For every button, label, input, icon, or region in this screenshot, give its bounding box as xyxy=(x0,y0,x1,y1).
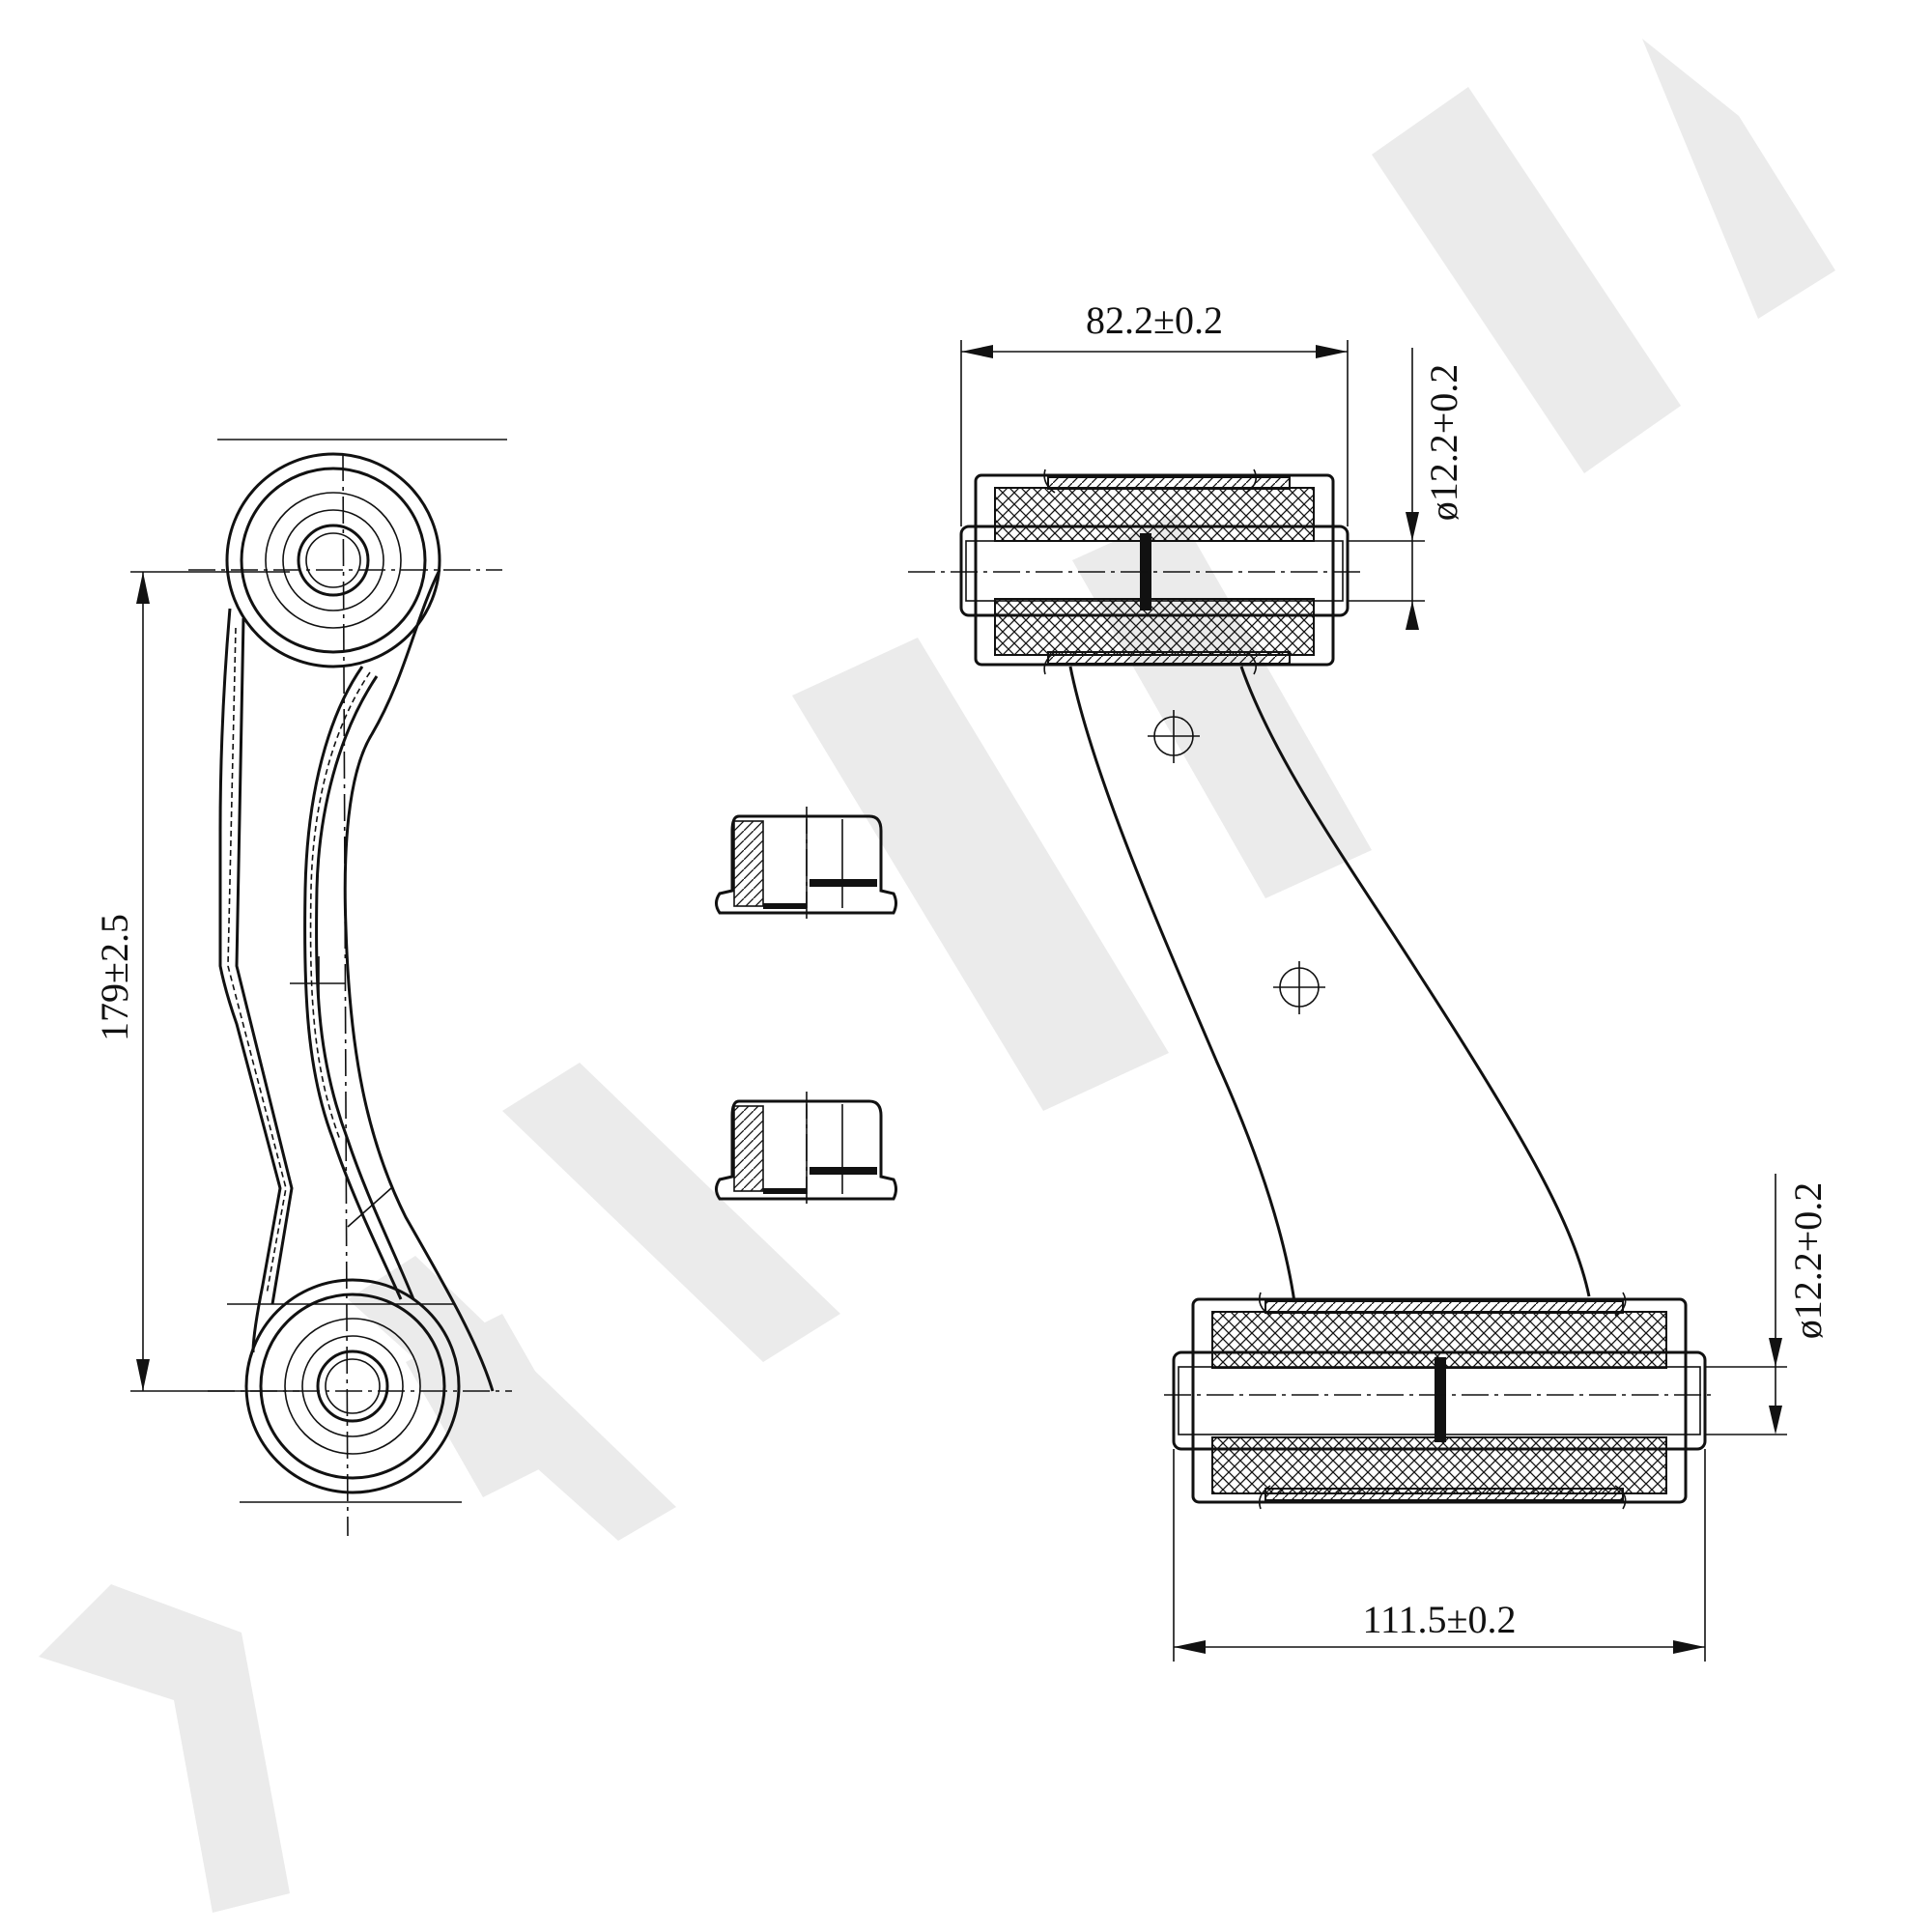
bushing-top xyxy=(908,469,1362,675)
bottom-eye-outer xyxy=(244,1278,461,1494)
arm-body xyxy=(1068,666,1591,1303)
dimension-bore-top: ø12.2+0.2 xyxy=(1348,348,1465,630)
dim-bore-bottom-label: ø12.2+0.2 xyxy=(1786,1182,1830,1340)
watermark-logo xyxy=(39,39,1835,1913)
top-eye-outer xyxy=(225,452,441,668)
dimension-width-top: 82.2±0.2 xyxy=(960,298,1349,526)
bushing-bottom xyxy=(1164,1292,1715,1510)
dim-length-label: 179±2.5 xyxy=(93,914,136,1041)
nut-top xyxy=(715,807,897,923)
dim-bore-top-label: ø12.2+0.2 xyxy=(1422,364,1465,522)
dimension-width-bottom: 111.5±0.2 xyxy=(1173,1449,1706,1662)
dimension-length: 179±2.5 xyxy=(93,571,299,1392)
bottom-eye-bore xyxy=(316,1350,389,1423)
top-eye-bore xyxy=(297,524,370,597)
dimension-bore-bottom: ø12.2+0.2 xyxy=(1705,1174,1830,1435)
dim-width-top-label: 82.2±0.2 xyxy=(1086,298,1223,342)
nut-bottom xyxy=(715,1092,897,1208)
link-side-view xyxy=(188,439,512,1537)
dim-width-bottom-label: 111.5±0.2 xyxy=(1363,1598,1517,1641)
